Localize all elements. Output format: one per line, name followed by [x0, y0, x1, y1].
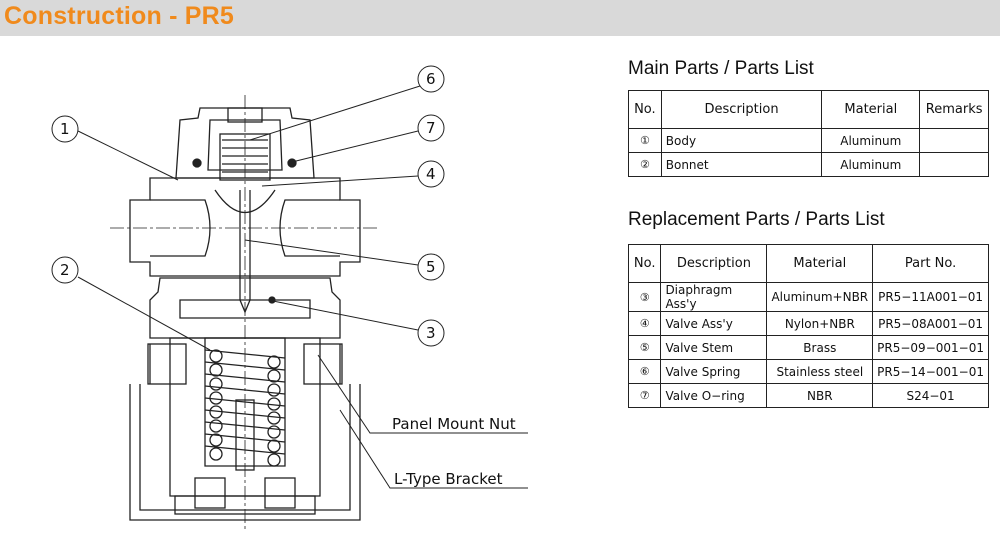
col-description: Description	[660, 90, 823, 129]
row-description: Body	[660, 128, 823, 153]
col-remarks: Remarks	[919, 90, 989, 129]
table-header-row: No. Description Material Remarks	[628, 90, 989, 129]
row-description: Valve Spring	[660, 359, 768, 384]
row-description: Valve O−ring	[660, 383, 768, 408]
row-no: ③	[627, 282, 662, 312]
l-type-bracket-label: L-Type Bracket	[394, 470, 503, 488]
row-no: ①	[628, 128, 662, 153]
page-title: Construction - PR5	[4, 2, 234, 30]
callout-7: 7	[426, 119, 436, 137]
row-material: Brass	[766, 335, 874, 360]
row-part-no: PR5−14−001−01	[872, 359, 989, 384]
row-description: Valve Stem	[660, 335, 768, 360]
row-material: Aluminum	[821, 152, 921, 177]
table-row: ⑥ Valve Spring Stainless steel PR5−14−00…	[627, 359, 989, 384]
row-remarks	[919, 128, 989, 153]
header-bar: Construction - PR5	[0, 0, 1000, 36]
cross-section-drawing: 1 2 3 4 5 6 7 Panel Mount Nut L-Type Bra…	[51, 65, 528, 530]
row-part-no: PR5−09−001−01	[872, 335, 989, 360]
col-material: Material	[766, 244, 874, 283]
row-description: Valve Ass'y	[660, 311, 768, 336]
main-parts-table: No. Description Material Remarks ① Body …	[628, 90, 989, 177]
row-no: ⑦	[627, 383, 662, 408]
row-part-no: PR5−08A001−01	[872, 311, 989, 336]
replacement-parts-title: Replacement Parts / Parts List	[628, 209, 885, 230]
table-row: ⑤ Valve Stem Brass PR5−09−001−01	[627, 335, 989, 360]
row-part-no: PR5−11A001−01	[872, 282, 989, 312]
row-no: ⑥	[627, 359, 662, 384]
row-no: ②	[628, 152, 662, 177]
row-description: Bonnet	[660, 152, 823, 177]
table-row: ① Body Aluminum	[628, 128, 989, 153]
row-no: ④	[627, 311, 662, 336]
row-part-no: S24−01	[872, 383, 989, 408]
table-row: ③ Diaphragm Ass'y Aluminum+NBR PR5−11A00…	[627, 282, 989, 312]
row-material: Aluminum+NBR	[766, 282, 874, 312]
replacement-parts-table: No. Description Material Part No. ③ Diap…	[627, 244, 989, 408]
col-no: No.	[628, 90, 662, 129]
col-no: No.	[627, 244, 662, 283]
col-description: Description	[660, 244, 768, 283]
row-no: ⑤	[627, 335, 662, 360]
row-material: Stainless steel	[766, 359, 874, 384]
row-material: Aluminum	[821, 128, 921, 153]
callout-5: 5	[426, 258, 436, 276]
table-row: ⑦ Valve O−ring NBR S24−01	[627, 383, 989, 408]
callout-4: 4	[426, 165, 436, 183]
callout-1: 1	[60, 120, 70, 138]
callout-3: 3	[426, 324, 436, 342]
row-remarks	[919, 152, 989, 177]
row-material: Nylon+NBR	[766, 311, 874, 336]
table-row: ④ Valve Ass'y Nylon+NBR PR5−08A001−01	[627, 311, 989, 336]
callout-6: 6	[426, 70, 436, 88]
table-header-row: No. Description Material Part No.	[627, 244, 989, 283]
col-part-no: Part No.	[872, 244, 989, 283]
main-parts-title: Main Parts / Parts List	[628, 58, 814, 79]
callout-2: 2	[60, 261, 70, 279]
col-material: Material	[821, 90, 921, 129]
row-material: NBR	[766, 383, 874, 408]
panel-mount-nut-label: Panel Mount Nut	[392, 415, 516, 433]
row-description: Diaphragm Ass'y	[660, 282, 768, 312]
table-row: ② Bonnet Aluminum	[628, 152, 989, 177]
